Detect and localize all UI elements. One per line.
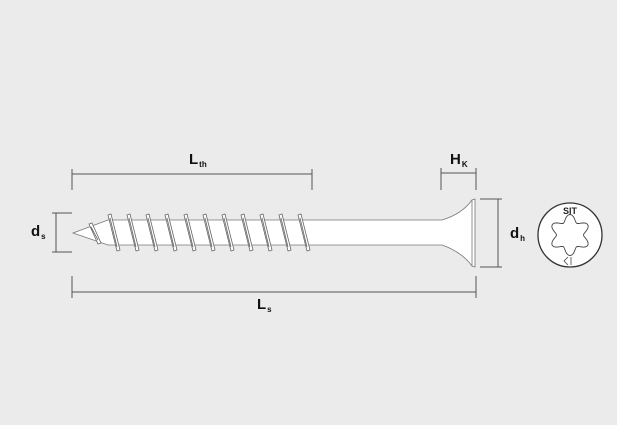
head-marking: SIT [563, 206, 578, 216]
thread-turn [259, 213, 273, 252]
thread-turn [183, 213, 197, 252]
thread-length-dimension [71, 169, 313, 190]
torx-recess-icon [551, 214, 589, 256]
thread-turn [164, 213, 178, 252]
shank-diameter-dimension [52, 212, 72, 253]
screw-threads [88, 213, 311, 252]
thread-turn [202, 213, 216, 252]
screw-body [71, 198, 476, 268]
thread-turn [145, 213, 159, 252]
thread-turn [88, 222, 102, 245]
shank-diameter-label: ds [31, 223, 46, 241]
thread-length-label: Lth [189, 151, 207, 169]
thread-turn [107, 213, 121, 252]
head-diameter-dimension [480, 198, 502, 268]
head-diameter-label: dh [510, 225, 526, 243]
thread-turn [240, 213, 254, 252]
head-height-label: HK [450, 151, 468, 169]
thread-turn [278, 213, 292, 252]
head-top-view: SIT [537, 202, 603, 268]
thread-turn [297, 213, 311, 252]
screw-length-dimension [71, 276, 477, 298]
head-height-dimension [440, 168, 477, 190]
length-mark-icon [563, 256, 572, 266]
screw-length-label: Ls [257, 296, 272, 314]
thread-turn [126, 213, 140, 252]
thread-turn [221, 213, 235, 252]
